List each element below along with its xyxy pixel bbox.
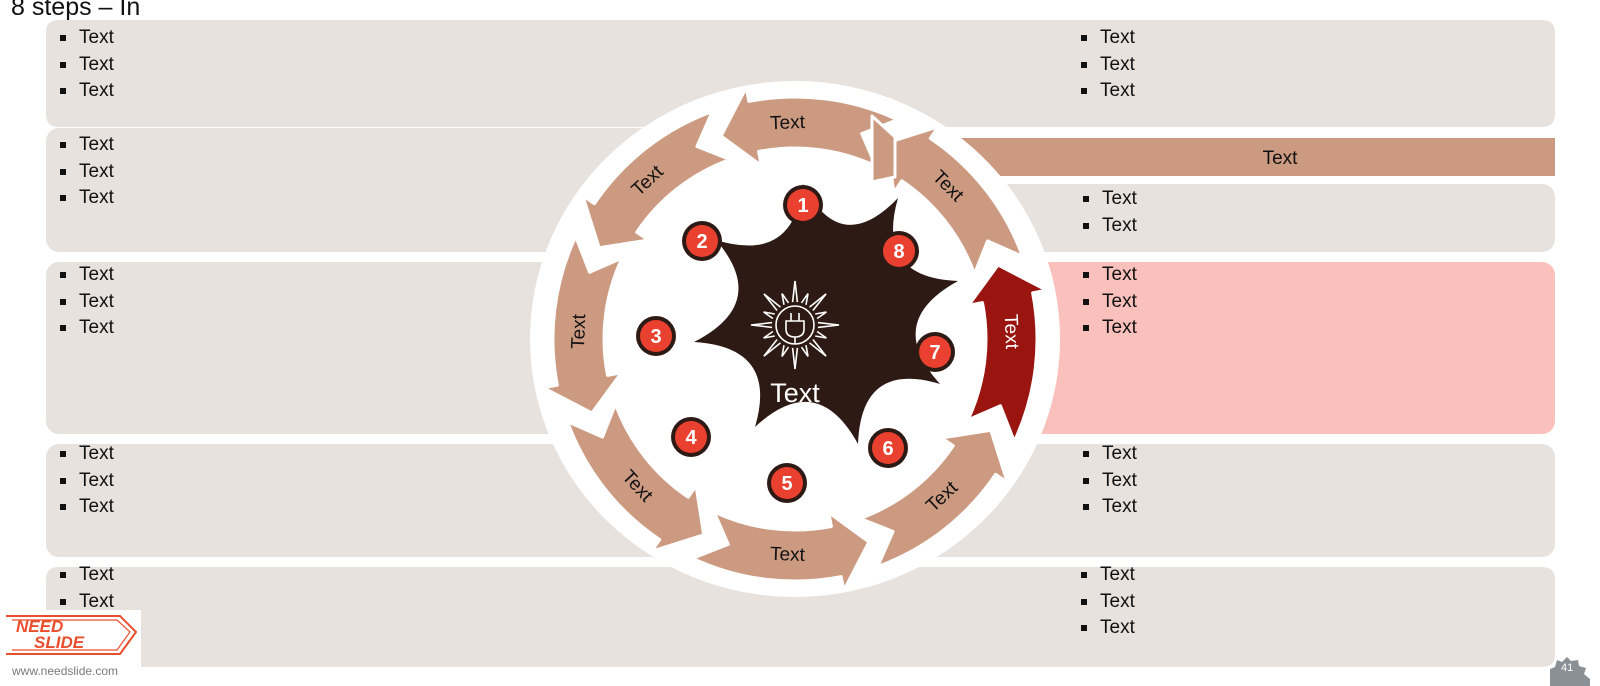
- center-label: Text: [770, 378, 820, 408]
- cycle-arrow-4: [566, 402, 706, 553]
- page-number-badge: [1550, 657, 1590, 686]
- bullet-item: Text: [57, 132, 114, 159]
- bullet-item: Text: [57, 262, 114, 289]
- bullet-item: Text: [1080, 494, 1137, 521]
- bullet-item: Text: [57, 468, 114, 495]
- bullet-item: Text: [57, 25, 114, 52]
- bullet-item: Text: [1078, 52, 1135, 79]
- step-badge-2: 2: [682, 221, 722, 261]
- step-number: 6: [882, 438, 893, 460]
- panel-left-4: [46, 444, 746, 557]
- banner-arrow-body: [880, 138, 1555, 176]
- bullet-item: Text: [1080, 213, 1137, 240]
- bullet-item: Text: [57, 562, 114, 589]
- bullet-item: Text: [57, 52, 114, 79]
- step-number: 1: [797, 195, 808, 217]
- step-badge-3: 3: [636, 316, 676, 356]
- bullet-item: Text: [57, 159, 114, 186]
- bullet-item: Text: [1080, 315, 1137, 342]
- panel-right-2: [845, 184, 1555, 252]
- cycle-arrow-2: [581, 110, 732, 250]
- step-badge-5: 5: [767, 463, 807, 503]
- slide-title: 8 steps – In: [11, 0, 141, 21]
- step-badges: 1 2 3 4 5 6 7 8: [636, 185, 955, 503]
- step-number: 7: [929, 342, 940, 364]
- gear-icon: [1550, 657, 1590, 686]
- cycle-arrow-5: [691, 510, 871, 592]
- bullet-item: Text: [1078, 78, 1135, 105]
- cycle-arrow-6: [858, 428, 1009, 568]
- banner-layer: Text: [870, 114, 1299, 184]
- step-number: 4: [685, 427, 697, 449]
- bullet-item: Text: [1080, 441, 1137, 468]
- needslide-logo: NEED SLIDE: [0, 610, 141, 686]
- banner-label: Text: [1263, 148, 1299, 169]
- panel-left-2: [46, 128, 746, 252]
- banner-arrow-head: [870, 114, 897, 184]
- cycle-arrow-1: [719, 86, 899, 168]
- bullet-item: Text: [1080, 262, 1137, 289]
- step-number: 8: [893, 241, 904, 263]
- bullet-item: Text: [1078, 25, 1135, 52]
- cycle-arrow-label: Text: [770, 112, 806, 134]
- step-badge-6: 6: [868, 428, 908, 468]
- cycle-arrow-label: Text: [1000, 314, 1022, 350]
- panel-right-4: [845, 444, 1555, 557]
- step-number: 2: [696, 231, 707, 253]
- bullet-item: Text: [57, 289, 114, 316]
- sun-plug-icon: [750, 280, 840, 370]
- bullet-item: Text: [1080, 289, 1137, 316]
- step-number: 5: [781, 473, 792, 495]
- bullet-item: Text: [57, 185, 114, 212]
- cycle-arrow-label: Text: [568, 313, 590, 349]
- step-badge-8: 8: [879, 231, 919, 271]
- bullet-item: Text: [1080, 468, 1137, 495]
- bullet-item: Text: [1078, 615, 1135, 642]
- bullet-item: Text: [1078, 589, 1135, 616]
- logo-mark: NEED SLIDE: [6, 615, 138, 655]
- step-badge-1: 1: [783, 185, 823, 225]
- page-number: 41: [1561, 662, 1574, 674]
- step-number: 3: [650, 326, 661, 348]
- step-badge-4: 4: [671, 417, 711, 457]
- panel-bottom: [46, 567, 1555, 667]
- bullet-item: Text: [57, 494, 114, 521]
- bullet-item: Text: [57, 589, 114, 616]
- logo-line1: NEED: [16, 617, 63, 636]
- bullet-item: Text: [1080, 186, 1137, 213]
- logo-line2: SLIDE: [34, 633, 85, 652]
- cycle-arrow-7: [966, 263, 1048, 443]
- panel-top: [46, 20, 1555, 127]
- bullet-item: Text: [1078, 562, 1135, 589]
- bullet-item: Text: [57, 315, 114, 342]
- bullet-item: Text: [57, 441, 114, 468]
- step-badge-7: 7: [915, 332, 955, 372]
- cycle-arrow-3: [542, 235, 624, 415]
- footer-url[interactable]: www.needslide.com: [12, 664, 119, 678]
- bullet-item: Text: [57, 78, 114, 105]
- cycle-arrow-label: Text: [770, 544, 806, 566]
